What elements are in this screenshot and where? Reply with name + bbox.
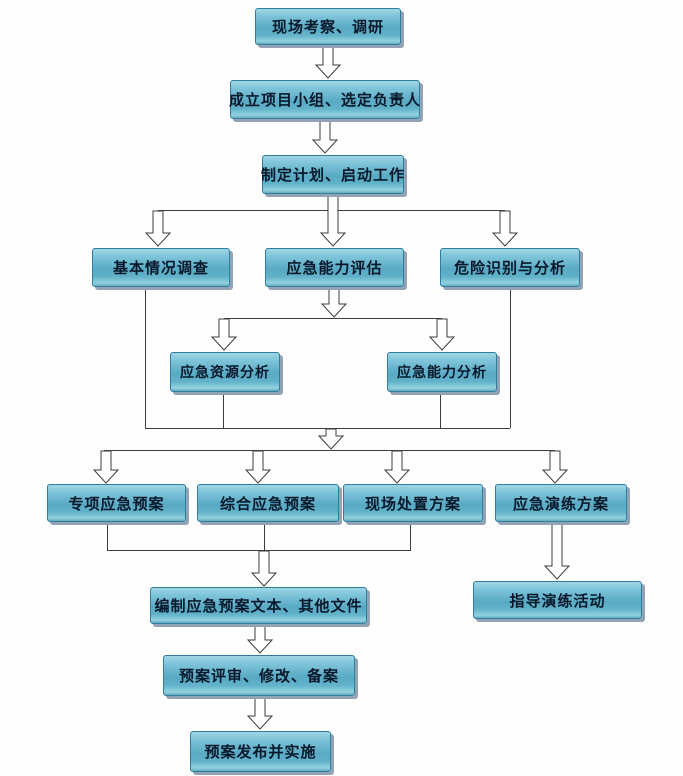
arrow-drillplan-to-guide [543, 522, 571, 580]
arrow-to-compile-documents [250, 550, 278, 587]
arrow-assessment-down [320, 286, 348, 318]
arrow-to-capability-analysis [428, 318, 456, 351]
node-compile-documents: 编制应急预案文本、其他文件 [150, 587, 367, 624]
node-resource-analysis: 应急资源分析 [170, 352, 280, 392]
node-review-revise-file: 预案评审、修改、备案 [163, 655, 355, 696]
node-guide-drill: 指导演练活动 [473, 581, 642, 619]
node-onsite-disposal-plan: 现场处置方案 [343, 484, 483, 522]
arrow-plan-to-assessment [319, 193, 347, 247]
arrow-converge-down [317, 428, 345, 450]
arrow-team-to-plan [311, 118, 339, 154]
arrow-to-onsite-plan [383, 450, 411, 484]
node-drill-plan: 应急演练方案 [495, 484, 627, 522]
arrow-to-resource-analysis [210, 318, 238, 351]
arrow-to-special-plan [92, 450, 120, 484]
arrow-split-to-basic [144, 210, 172, 247]
node-capability-analysis: 应急能力分析 [387, 352, 497, 392]
node-site-survey: 现场考察、调研 [255, 8, 401, 45]
arrow-to-comprehensive-plan [244, 450, 272, 484]
arrow-review-to-publish [246, 697, 274, 730]
arrow-survey-to-team [314, 44, 342, 79]
arrow-split-to-hazard [491, 210, 519, 247]
node-special-plan: 专项应急预案 [47, 484, 186, 522]
node-hazard-identification: 危险识别与分析 [440, 248, 580, 287]
node-make-plan: 制定计划、启动工作 [261, 155, 404, 194]
node-form-team: 成立项目小组、选定负责人 [229, 80, 420, 119]
node-basic-investigation: 基本情况调查 [92, 248, 230, 287]
arrow-compile-to-review [246, 624, 274, 654]
node-publish-implement: 预案发布并实施 [190, 731, 331, 772]
node-comprehensive-plan: 综合应急预案 [197, 484, 339, 522]
node-capability-assessment: 应急能力评估 [265, 248, 404, 287]
arrow-to-drill-plan [541, 450, 569, 484]
